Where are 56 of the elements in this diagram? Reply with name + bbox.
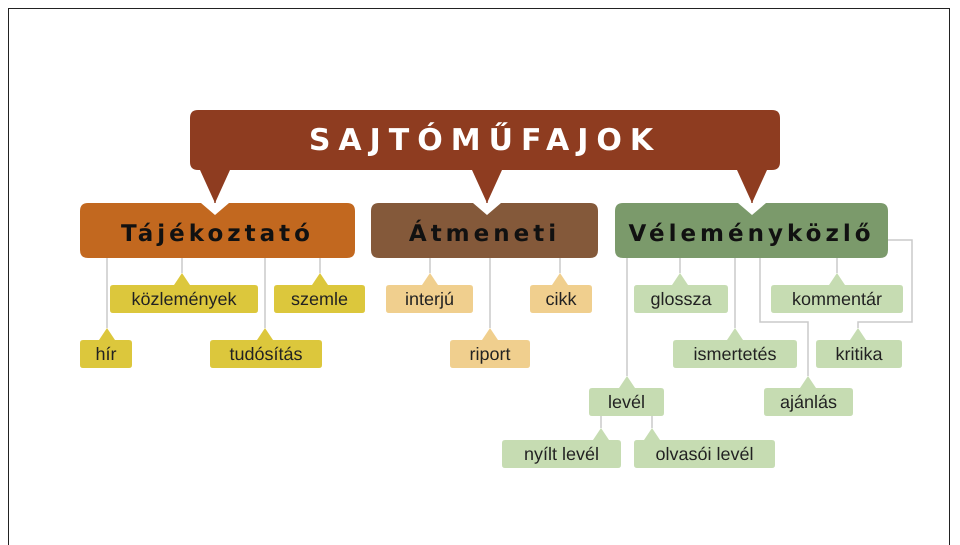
genre-label: ajánlás bbox=[780, 392, 838, 412]
genre-label: levél bbox=[608, 392, 646, 412]
connector-line bbox=[181, 258, 183, 273]
genre-label: hír bbox=[95, 344, 116, 364]
connector-line bbox=[429, 258, 431, 273]
connector-line bbox=[626, 258, 628, 376]
pointer-arrow bbox=[200, 170, 230, 203]
genre-callout bbox=[816, 328, 902, 368]
connector-line bbox=[489, 258, 491, 328]
genre-callout bbox=[274, 273, 365, 313]
connector-line bbox=[836, 258, 838, 273]
pointer-arrow bbox=[737, 170, 767, 203]
category-label: Véleményközlő bbox=[628, 220, 875, 246]
genre-label: szemle bbox=[290, 288, 348, 310]
genre-label: kritika bbox=[835, 344, 882, 364]
genre-label: interjú bbox=[404, 288, 454, 310]
genre-callout bbox=[634, 273, 728, 313]
genre-callout bbox=[673, 328, 797, 368]
category-label: Tájékoztató bbox=[121, 220, 314, 246]
genre-label: tudósítás bbox=[229, 344, 303, 364]
connector-line bbox=[857, 239, 913, 328]
title-text: SAJTÓMŰFAJOK bbox=[308, 122, 662, 158]
connector-line bbox=[319, 258, 321, 273]
connector-line bbox=[679, 258, 681, 273]
genre-callout bbox=[386, 273, 473, 313]
genre-callout bbox=[110, 273, 258, 313]
category-box bbox=[371, 203, 598, 258]
connector-line bbox=[106, 258, 108, 328]
genre-callout bbox=[210, 328, 322, 368]
category-box bbox=[80, 203, 355, 258]
genre-label: kommentár bbox=[792, 288, 882, 310]
connector-line bbox=[600, 416, 602, 428]
connector-line bbox=[559, 258, 561, 273]
genre-label: riport bbox=[469, 344, 510, 364]
pointer-arrow bbox=[472, 170, 502, 203]
connector-line bbox=[651, 416, 653, 428]
title-banner bbox=[190, 110, 780, 170]
genre-label: cikk bbox=[546, 288, 576, 310]
genre-label: közlemények bbox=[131, 288, 237, 310]
genre-callout bbox=[80, 328, 132, 368]
genre-callout bbox=[450, 328, 530, 368]
genre-label: glossza bbox=[650, 288, 712, 310]
genre-label: olvasói levél bbox=[655, 444, 754, 464]
connector-line bbox=[734, 258, 736, 328]
connector-line bbox=[264, 258, 266, 328]
genre-callout bbox=[634, 428, 775, 468]
genre-callout bbox=[589, 376, 664, 416]
genre-callout bbox=[530, 273, 592, 313]
genre-callout bbox=[502, 428, 621, 468]
connector-line bbox=[759, 258, 809, 376]
genre-label: ismertetés bbox=[693, 344, 777, 364]
genre-label: nyílt levél bbox=[524, 444, 600, 464]
genre-callout bbox=[771, 273, 903, 313]
category-label: Átmeneti bbox=[408, 220, 560, 246]
genre-callout bbox=[764, 376, 853, 416]
category-box bbox=[615, 203, 888, 258]
